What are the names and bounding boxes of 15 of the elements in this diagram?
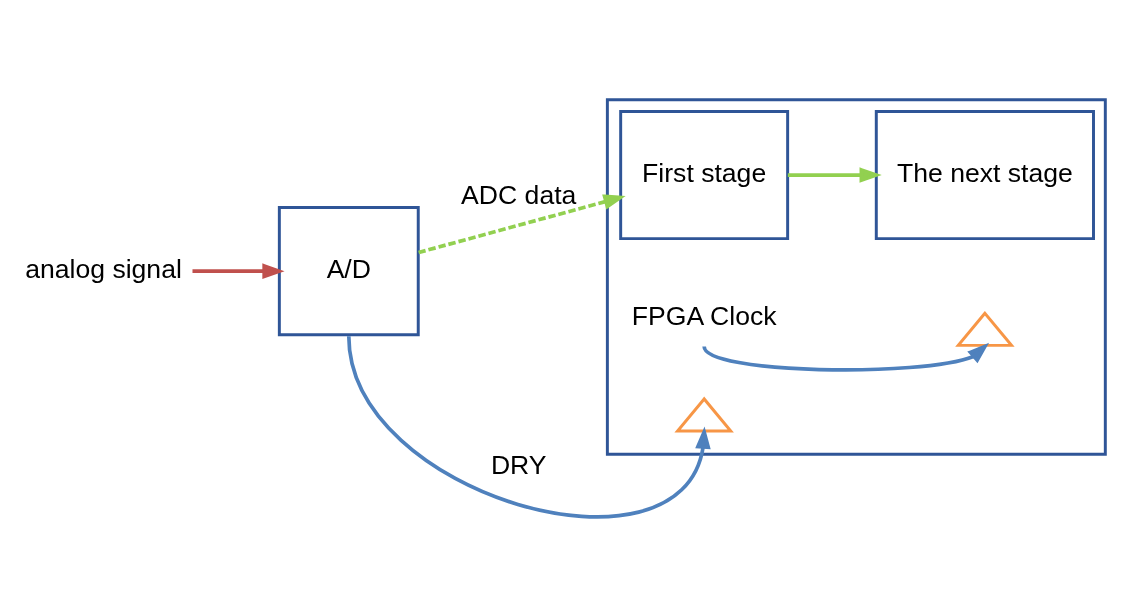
node-box: First stage [619,110,790,241]
edge-label: ADC data [461,179,577,210]
arrow [702,342,990,372]
node-box: The next stage [874,110,1095,241]
arrow [347,335,711,519]
node-triangle [674,396,734,433]
node-triangle [955,310,1015,347]
cluster [605,98,1107,456]
arrow [787,167,882,183]
node-box: A/D [277,206,420,337]
edge-label: DRY [490,450,547,481]
node-text: analog signal [25,253,182,284]
arrow [418,194,626,255]
node-text: FPGA Clock [631,300,777,331]
arrow [192,263,285,279]
